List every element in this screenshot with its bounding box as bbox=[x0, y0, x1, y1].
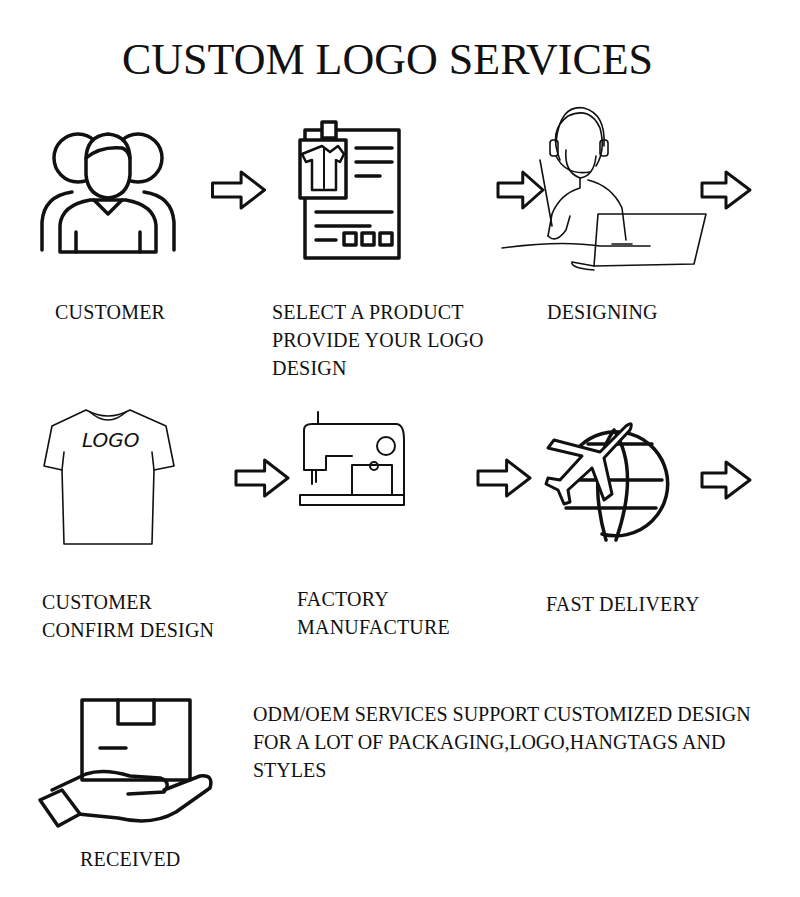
step-label: DESIGNING bbox=[547, 298, 697, 326]
flow-arrow bbox=[498, 172, 543, 208]
shirt-print-text: LOGO bbox=[82, 428, 152, 452]
step-label: CUSTOMER CONFIRM DESIGN bbox=[42, 588, 227, 644]
step-label: FAST DELIVERY bbox=[546, 590, 726, 618]
flow-arrow bbox=[478, 460, 530, 496]
step-node: FACTORY MANUFACTURE bbox=[297, 415, 462, 641]
flow-arrow bbox=[213, 172, 265, 208]
step-node: RECEIVED bbox=[80, 690, 230, 873]
step-node: DESIGNING bbox=[547, 105, 697, 326]
sewing-machine-icon bbox=[300, 412, 404, 505]
received-icon bbox=[40, 700, 211, 826]
flow-arrow bbox=[702, 172, 750, 498]
step-node: CUSTOMER bbox=[55, 120, 205, 326]
step-node: FAST DELIVERY bbox=[546, 415, 726, 618]
step-node: SELECT A PRODUCT PROVIDE YOUR LOGO DESIG… bbox=[272, 118, 494, 382]
flow-arrow bbox=[236, 460, 288, 496]
globe-plane-icon bbox=[546, 424, 668, 540]
note-text: ODM/OEM SERVICES SUPPORT CUSTOMIZED DESI… bbox=[253, 700, 793, 784]
step-label: RECEIVED bbox=[80, 845, 230, 873]
product-sheet-icon bbox=[300, 122, 399, 258]
tshirt-icon bbox=[44, 410, 174, 544]
step-label: FACTORY MANUFACTURE bbox=[297, 585, 462, 641]
step-label: SELECT A PRODUCT PROVIDE YOUR LOGO DESIG… bbox=[272, 298, 494, 382]
title: CUSTOM LOGO SERVICES bbox=[122, 35, 653, 85]
step-label: CUSTOMER bbox=[55, 298, 205, 326]
customer-icon bbox=[42, 134, 174, 252]
